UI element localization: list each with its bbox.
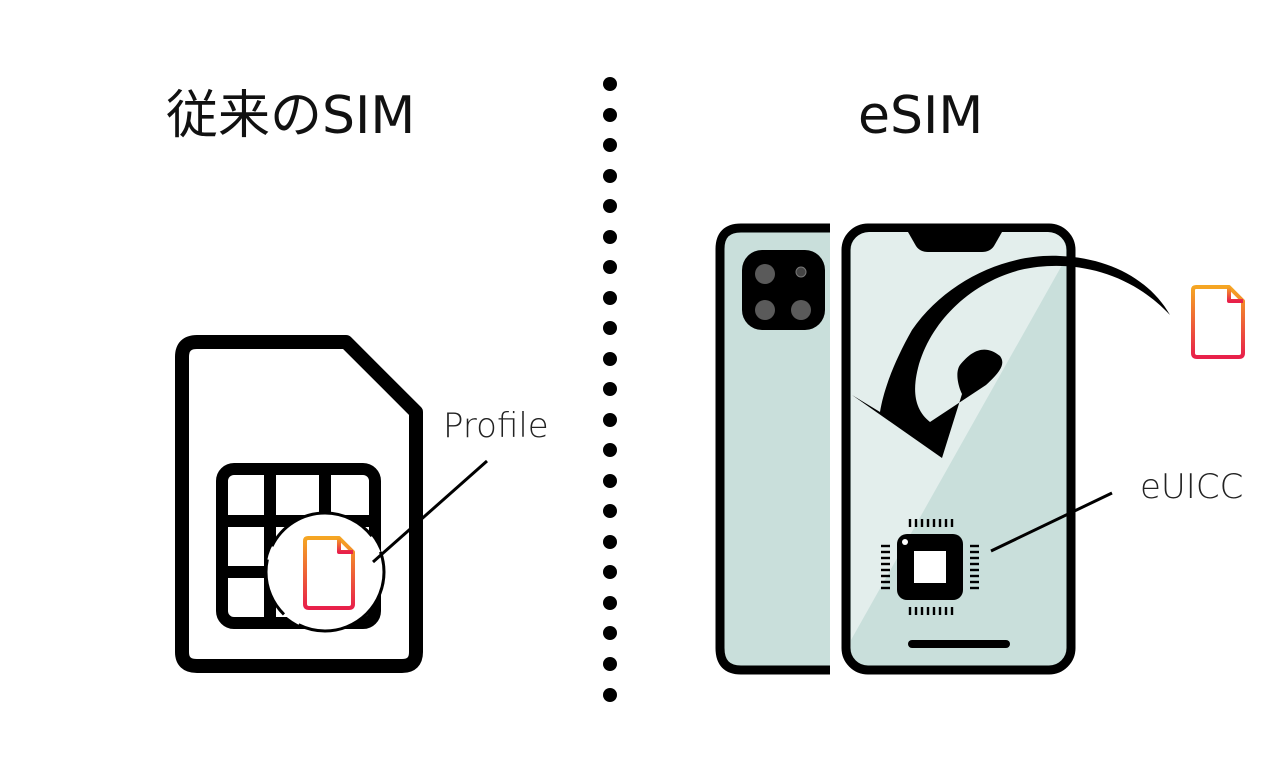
esim-title: eSIM bbox=[858, 86, 984, 146]
euicc-label: eUICC bbox=[1140, 467, 1244, 507]
profile-callout-line bbox=[372, 459, 488, 564]
traditional-sim-title: 従来のSIM bbox=[166, 86, 416, 146]
curved-arrow-icon bbox=[852, 255, 1170, 458]
smartphone-back-icon bbox=[715, 223, 830, 675]
sim-card-icon bbox=[175, 335, 423, 673]
euicc-callout-line bbox=[990, 491, 1113, 553]
profile-label: Profile bbox=[443, 406, 549, 446]
profile-document-icon bbox=[303, 536, 355, 610]
profile-document-icon bbox=[1191, 285, 1245, 359]
chip-icon bbox=[881, 519, 979, 615]
vertical-divider bbox=[603, 77, 617, 702]
